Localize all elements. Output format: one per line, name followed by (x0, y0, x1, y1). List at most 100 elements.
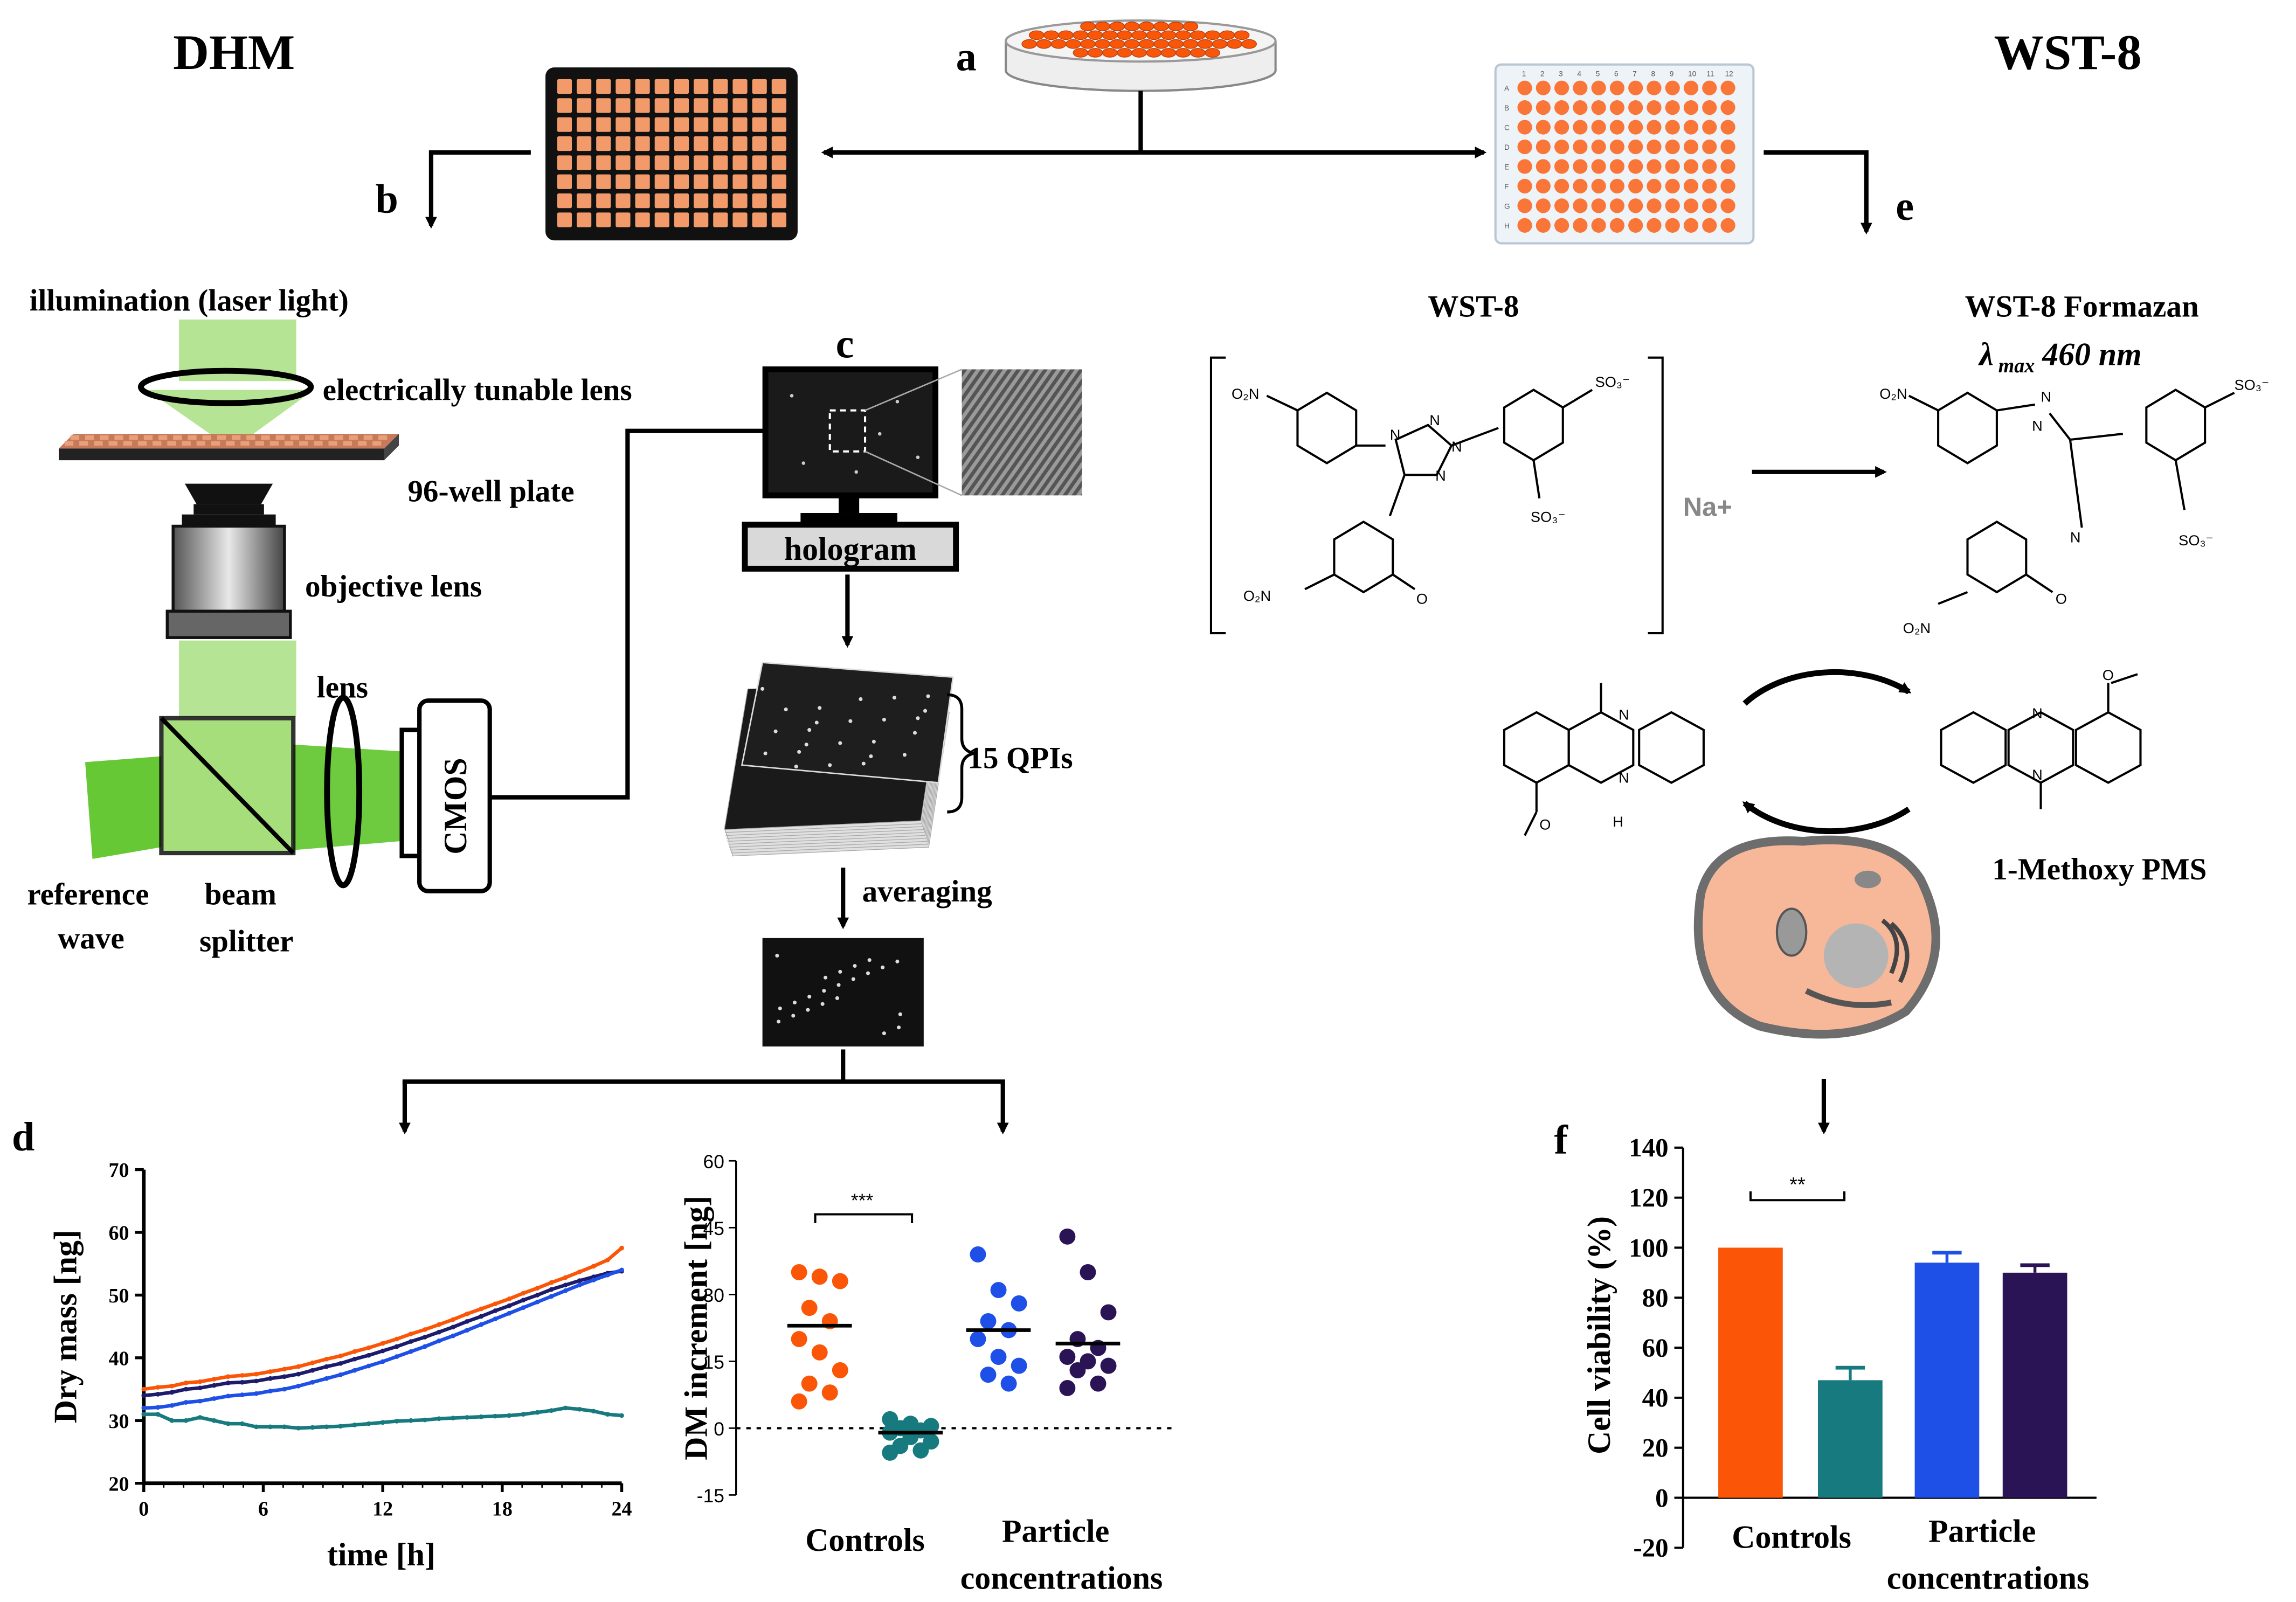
series-point (479, 1314, 484, 1319)
svg-text:SO₃⁻: SO₃⁻ (1595, 373, 1630, 390)
avg-speck (851, 977, 855, 981)
monitor-speck (790, 394, 794, 398)
panel-letter-f: f (1554, 1118, 1568, 1163)
plate-well (1665, 80, 1680, 95)
dish-cell (1065, 39, 1081, 49)
series-point (605, 1412, 610, 1417)
plate-well (1665, 218, 1680, 233)
series-point (521, 1298, 526, 1303)
plate-well (1702, 178, 1717, 194)
plate-well (1683, 139, 1699, 155)
scatter-point (791, 1331, 807, 1347)
plate-well (1665, 139, 1680, 155)
plate-side-well (255, 441, 264, 446)
plate-col-label: 10 (1688, 70, 1697, 78)
dish-cell (1153, 22, 1169, 31)
scatter-point (1011, 1295, 1027, 1312)
dish-cell (1190, 30, 1206, 40)
series-point (282, 1386, 287, 1392)
plate-well (674, 174, 689, 189)
plate-well (1517, 100, 1532, 115)
series-point (197, 1379, 203, 1384)
plate-well (1628, 218, 1643, 233)
plate-side-well (114, 435, 123, 440)
significance-label: *** (851, 1190, 874, 1211)
qpi-speck (926, 694, 930, 698)
dish-cell (1138, 22, 1154, 31)
plate-side-well (137, 441, 147, 446)
scatter-point (832, 1273, 848, 1289)
plate-side-well (217, 435, 226, 440)
avg-speck (806, 1008, 810, 1012)
series-point (366, 1363, 371, 1369)
svg-text:O₂N: O₂N (1243, 587, 1271, 604)
plate-well (674, 98, 689, 113)
avg-speck (775, 953, 779, 958)
plate-well (1647, 80, 1662, 95)
qpi-speck (902, 753, 907, 757)
series-point (239, 1421, 245, 1426)
plate-well (1554, 159, 1569, 174)
plate-side-well (246, 435, 255, 440)
plate-well (694, 155, 709, 170)
group-label-particle: Particle (1002, 1513, 1109, 1549)
plate-well (1720, 198, 1735, 213)
series-point (521, 1305, 526, 1310)
scatter-point (1100, 1304, 1117, 1321)
plate-row-label: G (1504, 202, 1510, 210)
qpi-speck (882, 718, 886, 722)
plate-col-label: 2 (1540, 70, 1545, 78)
plate-well (1536, 100, 1551, 115)
plate-well (1665, 100, 1680, 115)
dish-cell (1182, 22, 1199, 31)
plate-well (732, 193, 748, 209)
series-point (282, 1424, 287, 1430)
plate-well (771, 136, 786, 151)
plate-well (752, 136, 767, 151)
series-point (338, 1424, 343, 1429)
series-point (282, 1367, 287, 1372)
qpi-speck (828, 763, 832, 767)
plate-side-well (261, 435, 270, 440)
series-point (141, 1386, 147, 1392)
plate-well (1591, 120, 1606, 135)
scatter-point (980, 1367, 997, 1383)
dish-cell (1234, 30, 1250, 40)
plate-side-well (363, 435, 373, 440)
monitor-speck (801, 461, 806, 465)
plate-well (1536, 159, 1551, 174)
plate-side-well (320, 435, 329, 440)
plate-side-well (129, 435, 138, 440)
plate-well (713, 193, 728, 209)
y-axis-label: Cell viability (%) (1581, 1216, 1617, 1454)
plate-well (1720, 100, 1735, 115)
series-point (352, 1423, 357, 1427)
svg-text:N: N (1390, 426, 1401, 443)
plate-side-well (269, 441, 279, 446)
plate-well (1647, 139, 1662, 155)
plate-well (674, 136, 689, 151)
qpi-speck (814, 720, 819, 725)
plate-well (1609, 100, 1625, 115)
plate-well (1628, 80, 1643, 95)
series-point (239, 1392, 245, 1397)
plate-well (752, 117, 767, 132)
plate-well (1591, 139, 1606, 155)
avg-speck (882, 1031, 886, 1036)
plate-side-well (328, 441, 337, 446)
plate-well (771, 79, 786, 94)
scatter-point (882, 1444, 898, 1461)
series-point (211, 1383, 217, 1388)
plate-side-well (211, 441, 220, 446)
series-point (268, 1389, 273, 1393)
plate-well (1609, 178, 1625, 194)
dish-cell (1138, 39, 1154, 49)
series-point (408, 1349, 413, 1354)
series-point (507, 1303, 512, 1308)
series-point (310, 1360, 315, 1365)
series-point (296, 1425, 301, 1431)
plate-row-label: H (1504, 222, 1510, 230)
plate-well (1702, 80, 1717, 95)
y-tick-label: 70 (108, 1159, 129, 1182)
